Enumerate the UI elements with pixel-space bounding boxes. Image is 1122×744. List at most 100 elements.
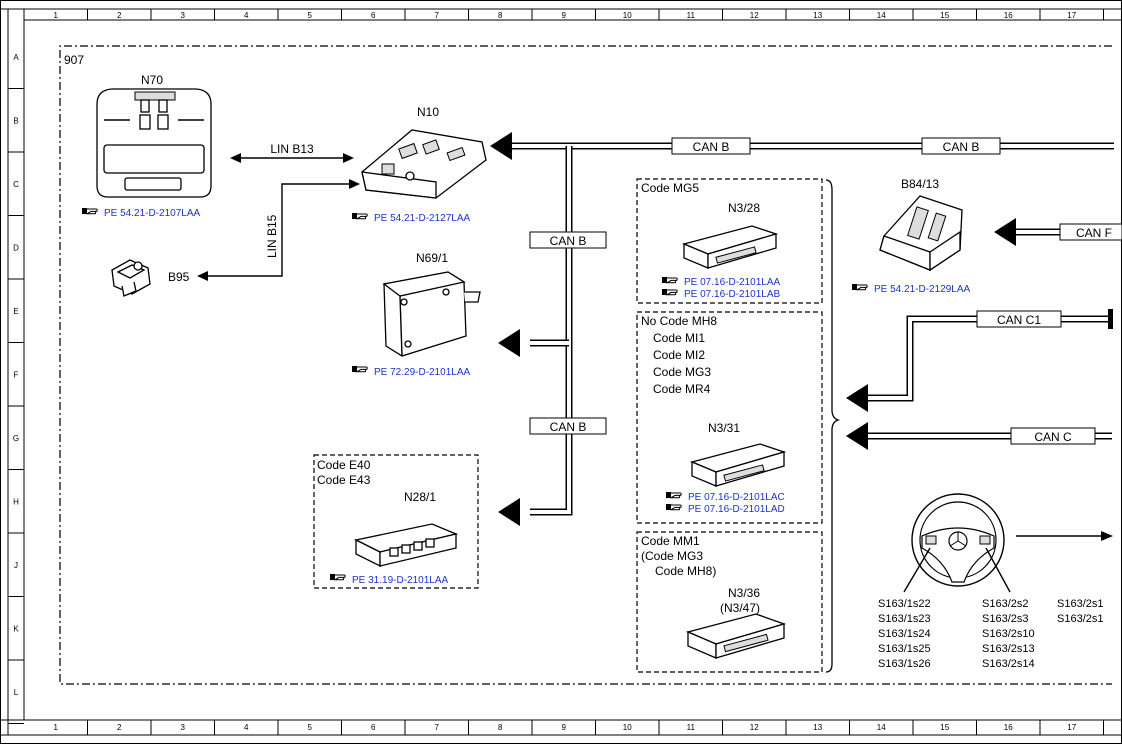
svg-text:No Code MH8: No Code MH8 — [641, 314, 717, 328]
svg-text:LIN B13: LIN B13 — [270, 142, 314, 156]
svg-text:Code MG3: Code MG3 — [653, 365, 711, 379]
svg-text:PE 07.16-D-2101LAA: PE 07.16-D-2101LAA — [684, 277, 781, 288]
can-b-label-1: CAN B — [671, 137, 751, 155]
switch-label: S163/1s25 — [878, 643, 931, 655]
row-letter: K — [13, 624, 19, 633]
svg-text:(N3/47): (N3/47) — [720, 601, 760, 615]
column-number: 4 — [244, 11, 249, 20]
svg-text:N10: N10 — [417, 105, 439, 119]
row-letter: L — [14, 688, 19, 697]
svg-text:Code MI2: Code MI2 — [653, 348, 705, 362]
column-number: 12 — [750, 723, 759, 732]
can-b-label-4: CAN B — [529, 417, 607, 435]
row-letter: J — [14, 561, 18, 570]
column-number: 6 — [371, 723, 376, 732]
column-number: 5 — [308, 11, 313, 20]
column-number: 16 — [1004, 723, 1013, 732]
svg-text:Code MR4: Code MR4 — [653, 382, 711, 396]
svg-text:Code E40: Code E40 — [317, 458, 371, 472]
svg-text:Code MM1: Code MM1 — [641, 534, 700, 548]
can-f-bus: CAN F — [994, 218, 1122, 246]
column-number: 3 — [181, 11, 186, 20]
lin-b15-wire: LIN B15 — [197, 179, 360, 281]
switch-label: S163/2s10 — [982, 628, 1035, 640]
column-number: 5 — [308, 723, 313, 732]
switch-label: S163/2s1 — [1057, 613, 1103, 625]
column-number: 13 — [813, 11, 822, 20]
row-letter: A — [13, 53, 19, 62]
svg-text:PE 54.21-D-2129LAA: PE 54.21-D-2129LAA — [874, 284, 971, 295]
svg-text:PE 54.21-D-2107LAA: PE 54.21-D-2107LAA — [104, 208, 201, 219]
svg-text:N28/1: N28/1 — [404, 490, 436, 504]
svg-text:CAN B: CAN B — [693, 140, 730, 154]
lin-b13-wire: LIN B13 — [230, 142, 354, 163]
column-number: 11 — [687, 723, 696, 732]
switch-label: S163/2s3 — [982, 613, 1028, 625]
column-number: 16 — [1004, 11, 1013, 20]
n28-1-code-box: Code E40 Code E43 N28/1 PE 31.19-D-2101L… — [313, 454, 479, 589]
switch-label: S163/2s1 — [1057, 598, 1103, 610]
switch-label: S163/1s26 — [878, 658, 931, 670]
svg-text:N69/1: N69/1 — [416, 251, 448, 265]
svg-text:(Code MG3: (Code MG3 — [641, 549, 703, 563]
svg-text:PE 54.21-D-2127LAA: PE 54.21-D-2127LAA — [374, 213, 471, 224]
row-letter: B — [13, 116, 18, 125]
svg-text:PE 07.16-D-2101LAB: PE 07.16-D-2101LAB — [684, 289, 781, 300]
svg-text:CAN C1: CAN C1 — [997, 313, 1041, 327]
steering-wheel — [903, 493, 1113, 593]
column-number: 17 — [1067, 11, 1076, 20]
column-number: 15 — [940, 723, 949, 732]
svg-text:CAN B: CAN B — [943, 140, 980, 154]
column-number: 10 — [623, 723, 632, 732]
column-number: 8 — [498, 11, 503, 20]
can-b-bus — [490, 132, 1114, 526]
can-c1-label: CAN C1 — [976, 310, 1062, 328]
column-number: 17 — [1067, 723, 1076, 732]
arrow-icon — [1101, 531, 1113, 541]
switch-list-1: S163/1s22S163/1s23S163/1s24S163/1s25S163… — [878, 598, 931, 670]
column-number: 12 — [750, 11, 759, 20]
row-letter: G — [13, 434, 19, 443]
switch-label: S163/1s23 — [878, 613, 931, 625]
switch-label: S163/2s14 — [982, 658, 1035, 670]
can-b-label-2: CAN B — [921, 137, 1001, 155]
column-number: 6 — [371, 11, 376, 20]
code-mm1-box: Code MM1 (Code MG3 Code MH8) N3/36 (N3/4… — [636, 531, 823, 673]
column-number: 8 — [498, 723, 503, 732]
row-letter: H — [13, 497, 19, 506]
switch-label: S163/1s24 — [878, 628, 931, 640]
svg-text:Code MH8): Code MH8) — [655, 564, 716, 578]
column-number: 1 — [54, 723, 59, 732]
column-number: 13 — [813, 723, 822, 732]
svg-text:LIN B15: LIN B15 — [265, 214, 279, 258]
svg-text:CAN C: CAN C — [1034, 430, 1072, 444]
svg-text:B95: B95 — [168, 270, 190, 284]
can-b-label-3: CAN B — [529, 231, 607, 249]
column-number: 14 — [877, 11, 886, 20]
column-number: 2 — [117, 723, 122, 732]
svg-text:N3/31: N3/31 — [708, 421, 740, 435]
area-907-boundary — [59, 45, 1112, 685]
column-number: 7 — [435, 11, 440, 20]
svg-text:CAN F: CAN F — [1076, 226, 1112, 240]
switch-list-2: S163/2s2S163/2s3S163/2s10S163/2s13S163/2… — [982, 598, 1035, 670]
row-letter: E — [13, 307, 18, 316]
svg-text:PE 07.16-D-2101LAC: PE 07.16-D-2101LAC — [688, 492, 785, 503]
svg-text:PE 72.29-D-2101LAA: PE 72.29-D-2101LAA — [374, 367, 471, 378]
svg-text:N3/28: N3/28 — [728, 201, 760, 215]
switch-label: S163/1s22 — [878, 598, 931, 610]
column-number: 4 — [244, 723, 249, 732]
svg-text:N70: N70 — [141, 73, 163, 87]
switch-label: S163/2s2 — [982, 598, 1028, 610]
column-number: 3 — [181, 723, 186, 732]
svg-text:Code E43: Code E43 — [317, 473, 371, 487]
group-brace — [825, 179, 841, 673]
svg-text:CAN B: CAN B — [550, 420, 587, 434]
b84-13-camera: B84/13 PE 54.21-D-2129LAA — [851, 177, 971, 295]
n69-1-module: N69/1 PE 72.29-D-2101LAA — [351, 251, 481, 378]
column-number: 10 — [623, 11, 632, 20]
